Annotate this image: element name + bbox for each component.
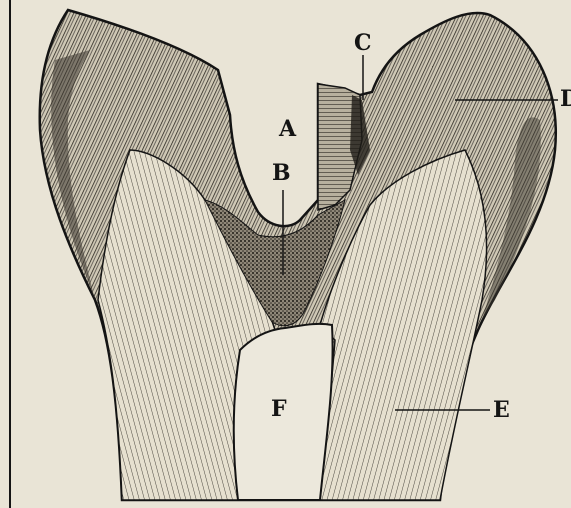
label-b: B (272, 162, 291, 184)
label-a: A (279, 118, 296, 140)
label-e: E (493, 399, 510, 421)
label-d: D (560, 88, 571, 110)
label-f: F (271, 398, 287, 420)
label-c: C (354, 32, 372, 54)
